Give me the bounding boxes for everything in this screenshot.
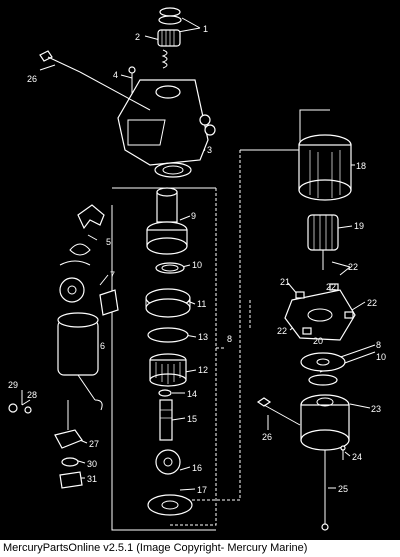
callout-21: 21 <box>280 277 290 287</box>
callout-9: 9 <box>191 211 196 221</box>
callout-10: 10 <box>192 260 202 270</box>
callout-7: 7 <box>110 270 115 280</box>
callout-12: 12 <box>198 365 208 375</box>
callout-22-b: 22 <box>326 282 336 292</box>
callout-22-c: 22 <box>367 298 377 308</box>
callout-31: 31 <box>87 474 97 484</box>
callout-14: 14 <box>187 389 197 399</box>
callout-6: 6 <box>100 341 105 351</box>
callout-27: 27 <box>89 439 99 449</box>
exploded-parts-diagram: 1 2 4 26 3 18 9 19 5 10 22 7 21 22 11 22… <box>8 7 386 531</box>
callout-17: 17 <box>197 485 207 495</box>
callout-4: 4 <box>113 70 118 80</box>
callout-20: 20 <box>313 336 323 346</box>
callout-25: 25 <box>338 484 348 494</box>
callout-10-b: 10 <box>376 352 386 362</box>
callout-11: 11 <box>197 299 206 309</box>
callout-8-b: 8 <box>376 340 381 350</box>
callout-23: 23 <box>371 404 381 414</box>
callout-26-b: 26 <box>262 432 272 442</box>
callout-13: 13 <box>198 332 208 342</box>
callout-26: 26 <box>27 74 37 84</box>
callout-19: 19 <box>354 221 364 231</box>
image-caption: MercuryPartsOnline v2.5.1 (Image Copyrig… <box>0 540 400 557</box>
callout-24: 24 <box>352 452 362 462</box>
callout-labels: 1 2 4 26 3 18 9 19 5 10 22 7 21 22 11 22… <box>8 24 386 495</box>
callout-1: 1 <box>203 24 208 34</box>
callout-30: 30 <box>87 459 97 469</box>
callout-2: 2 <box>135 32 140 42</box>
callout-22-d: 22 <box>277 326 287 336</box>
callout-8: 8 <box>227 334 232 344</box>
parts <box>8 7 356 531</box>
callout-29: 29 <box>8 380 18 390</box>
callout-5: 5 <box>106 237 111 247</box>
callout-28: 28 <box>27 390 37 400</box>
callout-16: 16 <box>192 463 202 473</box>
callout-15: 15 <box>187 414 197 424</box>
callout-22-a: 22 <box>348 262 358 272</box>
callout-3: 3 <box>207 145 212 155</box>
callout-18: 18 <box>356 161 366 171</box>
